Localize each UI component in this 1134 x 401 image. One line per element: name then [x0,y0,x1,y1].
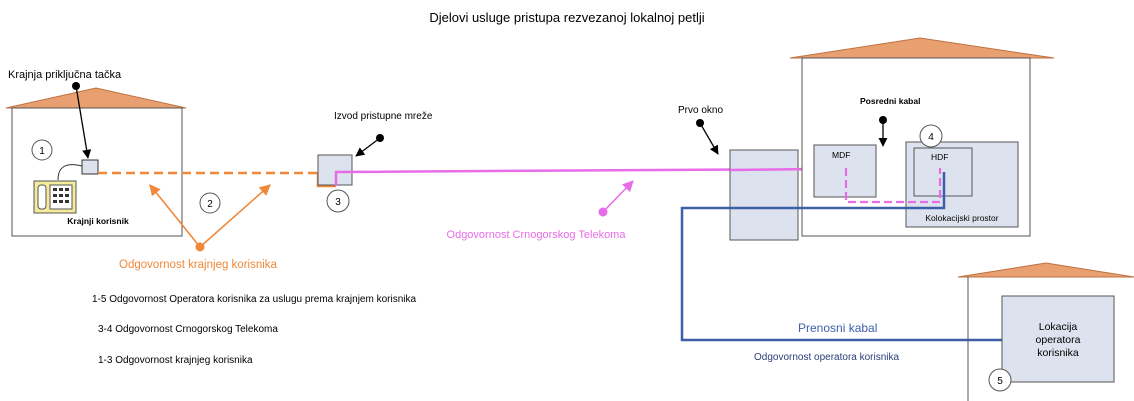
hdf-label: HDF [931,152,948,162]
legend-line-3: 1-3 Odgovornost krajnjeg korisnika [98,355,253,366]
access-outlet-pointer [355,137,381,157]
colocation-label: Kolokacijski prostor [925,213,998,223]
operator-building-roof [957,262,1134,278]
number-4-circle [919,124,943,148]
telekom-responsibility-arrow [602,180,634,213]
end-point-pointer [75,85,92,159]
end-user-house-roof [5,87,187,109]
number-2-circle [199,192,221,214]
intermediate-cable [844,168,942,204]
number-1-circle [31,139,53,161]
number-2: 2 [207,199,213,210]
intermediate-cable-label: Posredni kabal [860,96,920,106]
number-5-circle [988,368,1012,392]
first-manhole-label: Prvo okno [678,105,723,116]
operator-location-label-1: Lokacija [1039,321,1078,333]
first-manhole-box [729,149,799,241]
operator-location-box [1001,295,1115,383]
number-1: 1 [39,146,45,157]
end-point-socket [81,159,99,175]
telekom-cable [334,167,819,186]
transmission-cable [680,172,1002,342]
end-user-responsibility-arrow-right [199,184,271,248]
access-outlet-label: Izvod pristupne mreže [334,111,433,122]
end-user-responsibility-arrow-left [149,184,201,248]
end-point-label: Krajnja priključna tačka [8,69,122,81]
end-user-label: Krajnji korisnik [67,216,129,226]
telekom-building-roof [789,37,1055,59]
phone-cord [57,164,83,181]
mdf-label: MDF [832,150,850,160]
transmission-cable-label: Prenosni kabal [798,321,877,335]
number-4: 4 [928,132,934,143]
operator-building [957,262,1134,401]
telekom-responsibility-label: Odgovornost Crnogorskog Telekoma [447,229,627,241]
legend-line-1: 1-5 Odgovornost Operatora korisnika za u… [92,294,416,305]
first-manhole-pointer [699,122,719,155]
number-5: 5 [997,376,1003,387]
diagram-title: Djelovi usluge pristupa rezvezanoj lokal… [429,10,704,25]
operator-location-label-3: korisnika [1037,347,1079,359]
telephone-icon [33,180,77,214]
operator-responsibility-label: Odgovornost operatora korisnika [754,352,900,363]
end-user-responsibility-label: Odgovornost krajnjeg korisnika [119,259,277,271]
number-3: 3 [335,197,341,208]
number-3-circle [326,189,350,213]
legend-line-2: 3-4 Odgovornost Crnogorskog Telekoma [98,324,278,335]
operator-location-label-2: operatora [1036,334,1081,346]
